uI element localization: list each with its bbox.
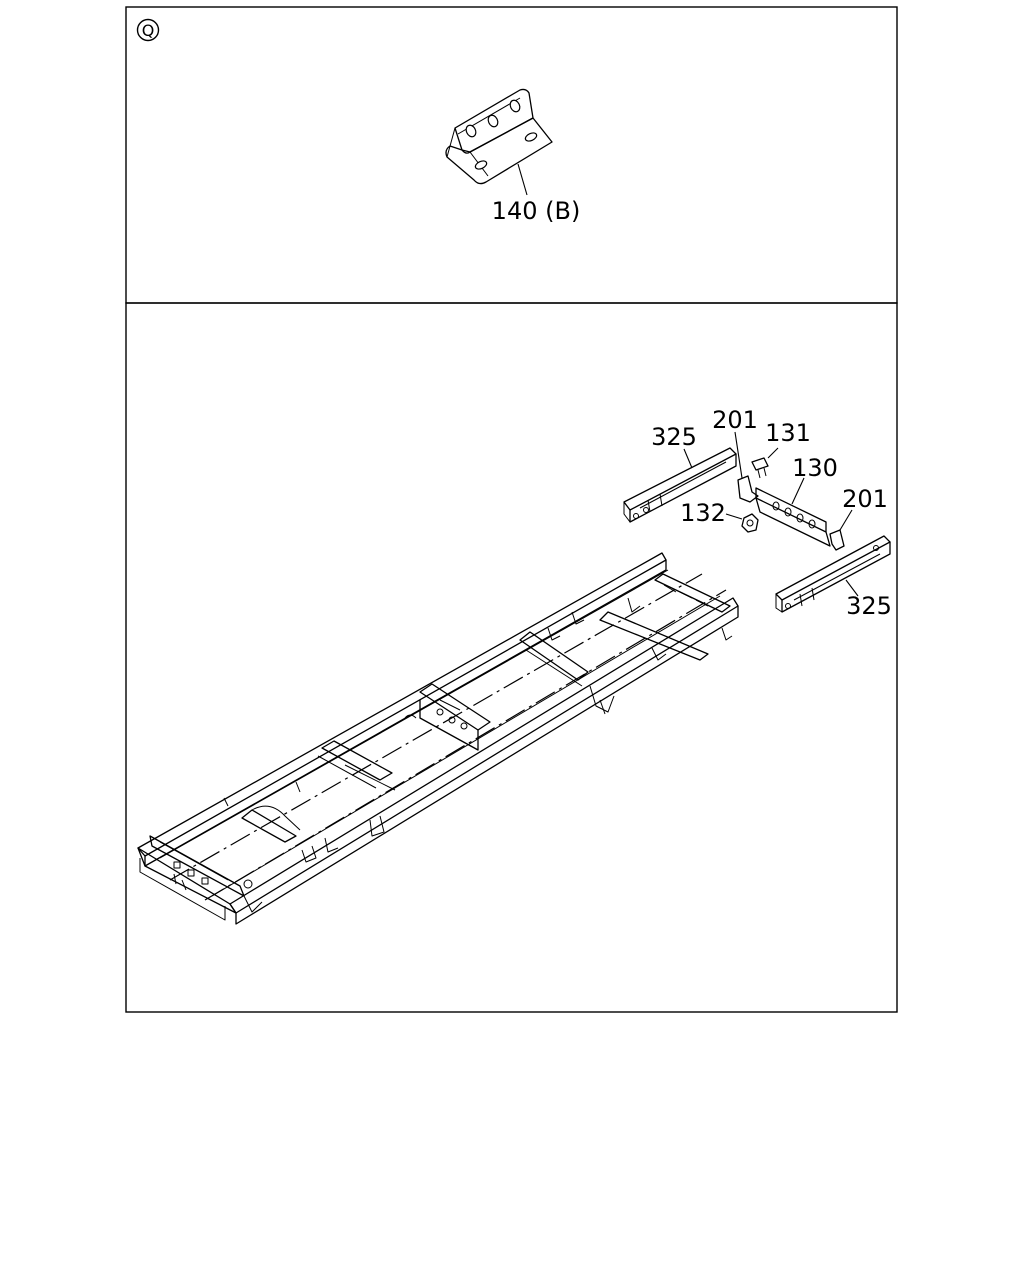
view-marker-q: Q: [136, 18, 160, 42]
callout-201-right: 201: [842, 485, 888, 513]
chassis-frame-drawing: [137, 552, 739, 925]
rail-extension-325-right-drawing: [775, 535, 891, 613]
nut-132-drawing: [725, 513, 759, 533]
callout-325-left: 325: [651, 423, 697, 451]
bolt-131-drawing: [751, 447, 779, 479]
callout-325-right: 325: [846, 592, 892, 620]
svg-text:Q: Q: [142, 21, 155, 40]
callout-140b: 140 (B): [492, 197, 581, 225]
callout-131: 131: [765, 419, 811, 447]
bracket-201-right-drawing: [829, 509, 853, 551]
callout-201-left: 201: [712, 406, 758, 434]
crossmember-130-drawing: [755, 477, 831, 547]
callout-132: 132: [680, 499, 726, 527]
bracket-201-left-drawing: [734, 431, 759, 503]
detail-panel-border: [125, 6, 898, 304]
angle-bracket-140b-drawing: [445, 88, 553, 196]
callout-130: 130: [792, 454, 838, 482]
main-panel-border: [125, 302, 898, 1013]
rail-extension-325-left-drawing: [623, 447, 737, 523]
